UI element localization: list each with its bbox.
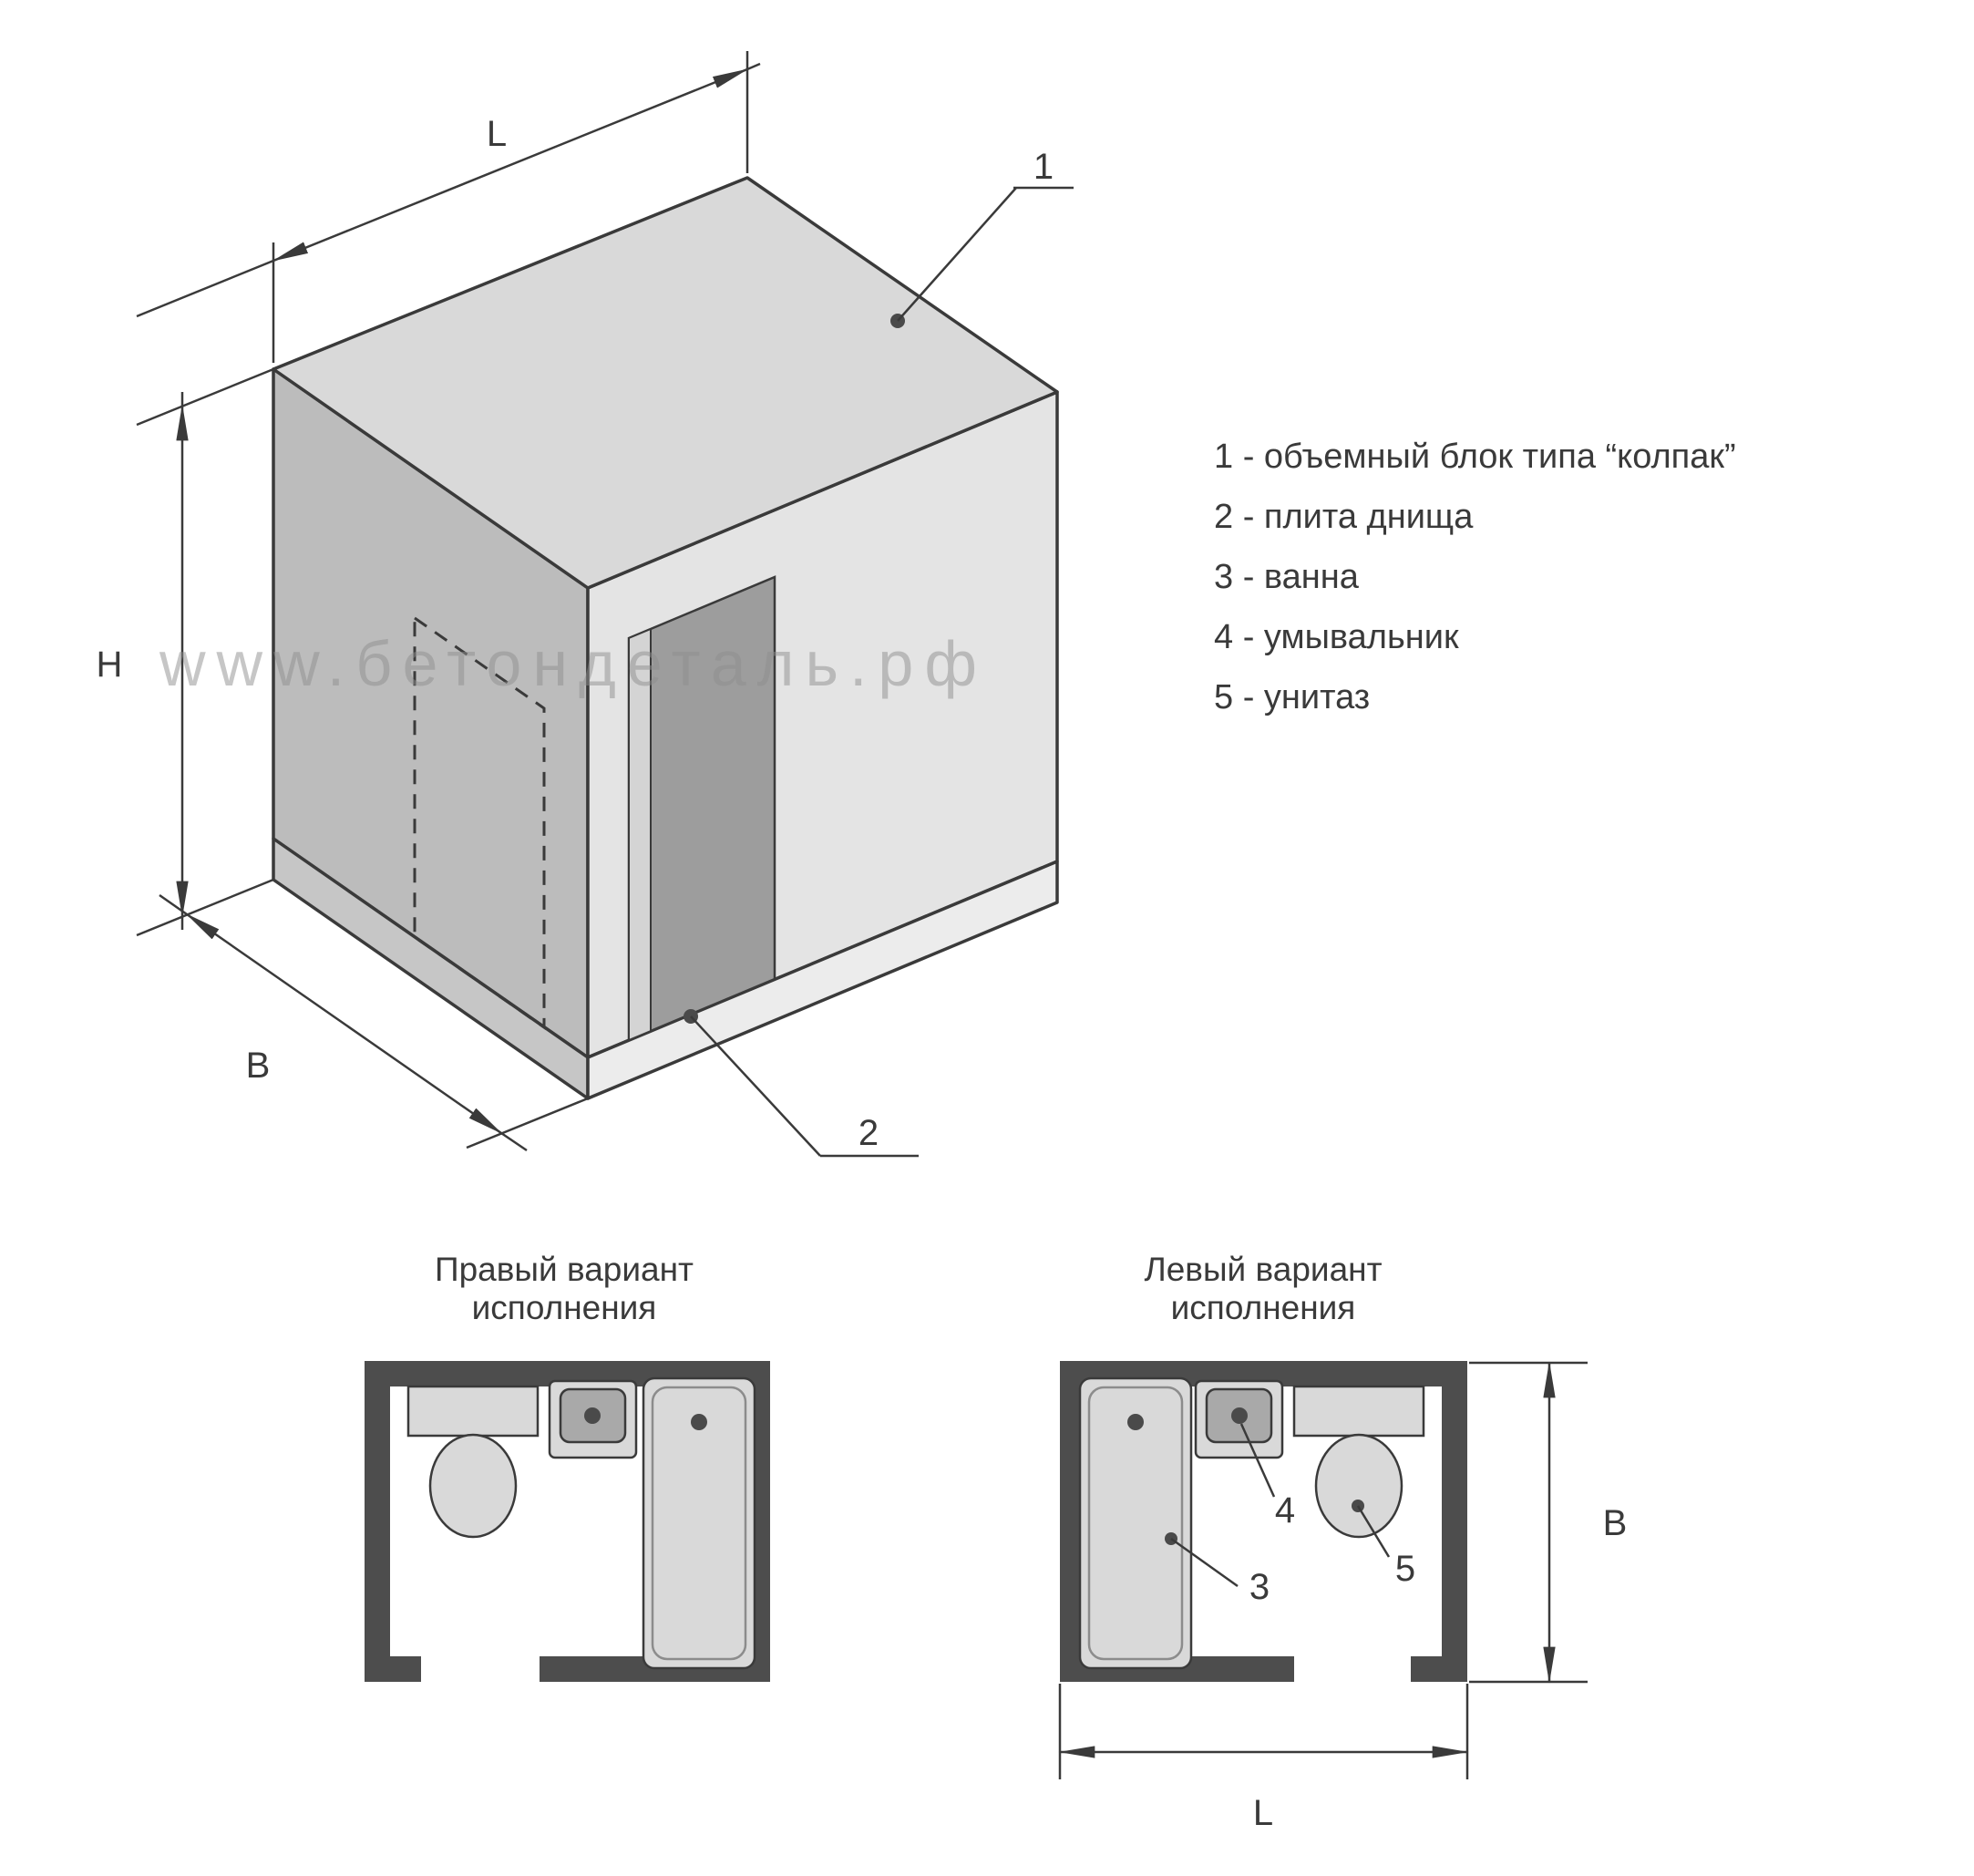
callout-bath-label: 3 <box>1249 1567 1270 1607</box>
door-jamb <box>628 627 652 1042</box>
callout-block-label: 1 <box>1033 147 1054 187</box>
bath-rim <box>1087 1386 1184 1661</box>
wall-bottom-stub <box>365 1656 421 1682</box>
plan-dim-width-label: B <box>1603 1503 1628 1543</box>
toilet-tank <box>1292 1385 1425 1438</box>
extension-line <box>136 878 274 937</box>
callout-toilet-label: 5 <box>1395 1549 1415 1589</box>
callout-sink: 4 <box>1239 1423 1295 1531</box>
sink-drain-dot <box>1231 1407 1248 1424</box>
plan-right-variant: Правый вариант исполнения <box>365 1251 770 1682</box>
dim-width-label: B <box>246 1046 271 1086</box>
bath-drain-dot <box>691 1414 707 1430</box>
legend-item-1: 1 - объемный блок типа “колпак” <box>1214 438 1736 476</box>
dim-height-label: H <box>97 644 123 685</box>
legend-item-4: 4 - умывальник <box>1214 618 1459 656</box>
bottom-slab-right-edge <box>586 860 1059 1100</box>
bath-drain-dot <box>1127 1414 1144 1430</box>
plan-right-toilet <box>406 1385 540 1539</box>
wall-bottom-stub <box>1411 1656 1467 1682</box>
box-top-face <box>272 176 1059 590</box>
dimension-height: H <box>97 367 274 937</box>
plan-left-toilet <box>1292 1385 1425 1539</box>
dimension-line <box>185 912 503 1135</box>
hidden-door-outline <box>413 615 546 1030</box>
callout-slab: 2 <box>684 1009 919 1158</box>
plan-dimension-width: B <box>1469 1361 1628 1684</box>
extension-line <box>466 1097 589 1149</box>
bath-rim <box>651 1386 747 1661</box>
leader-line <box>897 187 1017 322</box>
plan-right-title-line1: Правый вариант <box>435 1251 694 1288</box>
watermark-text: www.бетондеталь.рф <box>159 628 988 699</box>
plan-right-bath <box>642 1376 756 1670</box>
callout-toilet: 5 <box>1352 1500 1415 1589</box>
legend-item-2: 2 - плита днища <box>1214 498 1474 536</box>
plan-left-title-line2: исполнения <box>1171 1289 1356 1326</box>
wall-right <box>1442 1361 1467 1682</box>
toilet-bowl <box>1314 1433 1403 1539</box>
plan-left-variant: Левый вариант исполнения 3 <box>1058 1251 1628 1833</box>
dimension-overshoot <box>500 1131 528 1152</box>
plan-left-title-line1: Левый вариант <box>1144 1251 1382 1288</box>
plan-right-sink <box>548 1379 638 1459</box>
callout-bath: 3 <box>1165 1532 1270 1607</box>
dimension-length: L <box>136 51 761 363</box>
callout-slab-label: 2 <box>858 1113 879 1153</box>
callout-sink-label: 4 <box>1275 1490 1295 1531</box>
dimension-width: B <box>159 893 589 1152</box>
toilet-tank <box>406 1385 540 1438</box>
toilet-bowl <box>428 1433 518 1539</box>
leader-line <box>1170 1537 1239 1588</box>
plan-dimension-length: L <box>1058 1684 1469 1833</box>
bath-body <box>1078 1376 1193 1670</box>
plan-left-bath <box>1078 1376 1193 1670</box>
leader-line <box>1356 1505 1391 1558</box>
plan-dim-length-label: L <box>1253 1793 1273 1833</box>
plan-left-sink <box>1194 1379 1284 1459</box>
plan-right-title-line2: исполнения <box>472 1289 657 1326</box>
dimension-line <box>272 67 749 263</box>
wall-left <box>365 1361 390 1682</box>
callout-block: 1 <box>890 147 1074 328</box>
isometric-block <box>272 176 1059 1100</box>
dimension-overshoot <box>136 259 274 318</box>
bath-body <box>642 1376 756 1670</box>
leader-line <box>1239 1423 1276 1498</box>
legend-item-3: 3 - ванна <box>1214 558 1360 596</box>
leader-line <box>690 1015 821 1157</box>
legend: 1 - объемный блок типа “колпак” 2 - плит… <box>1214 438 1736 716</box>
extension-line <box>136 367 274 427</box>
dimension-overshoot <box>746 62 761 71</box>
dim-length-label: L <box>487 114 507 154</box>
legend-item-5: 5 - унитаз <box>1214 678 1370 716</box>
sink-drain-dot <box>584 1407 601 1424</box>
dimension-overshoot <box>159 893 188 916</box>
